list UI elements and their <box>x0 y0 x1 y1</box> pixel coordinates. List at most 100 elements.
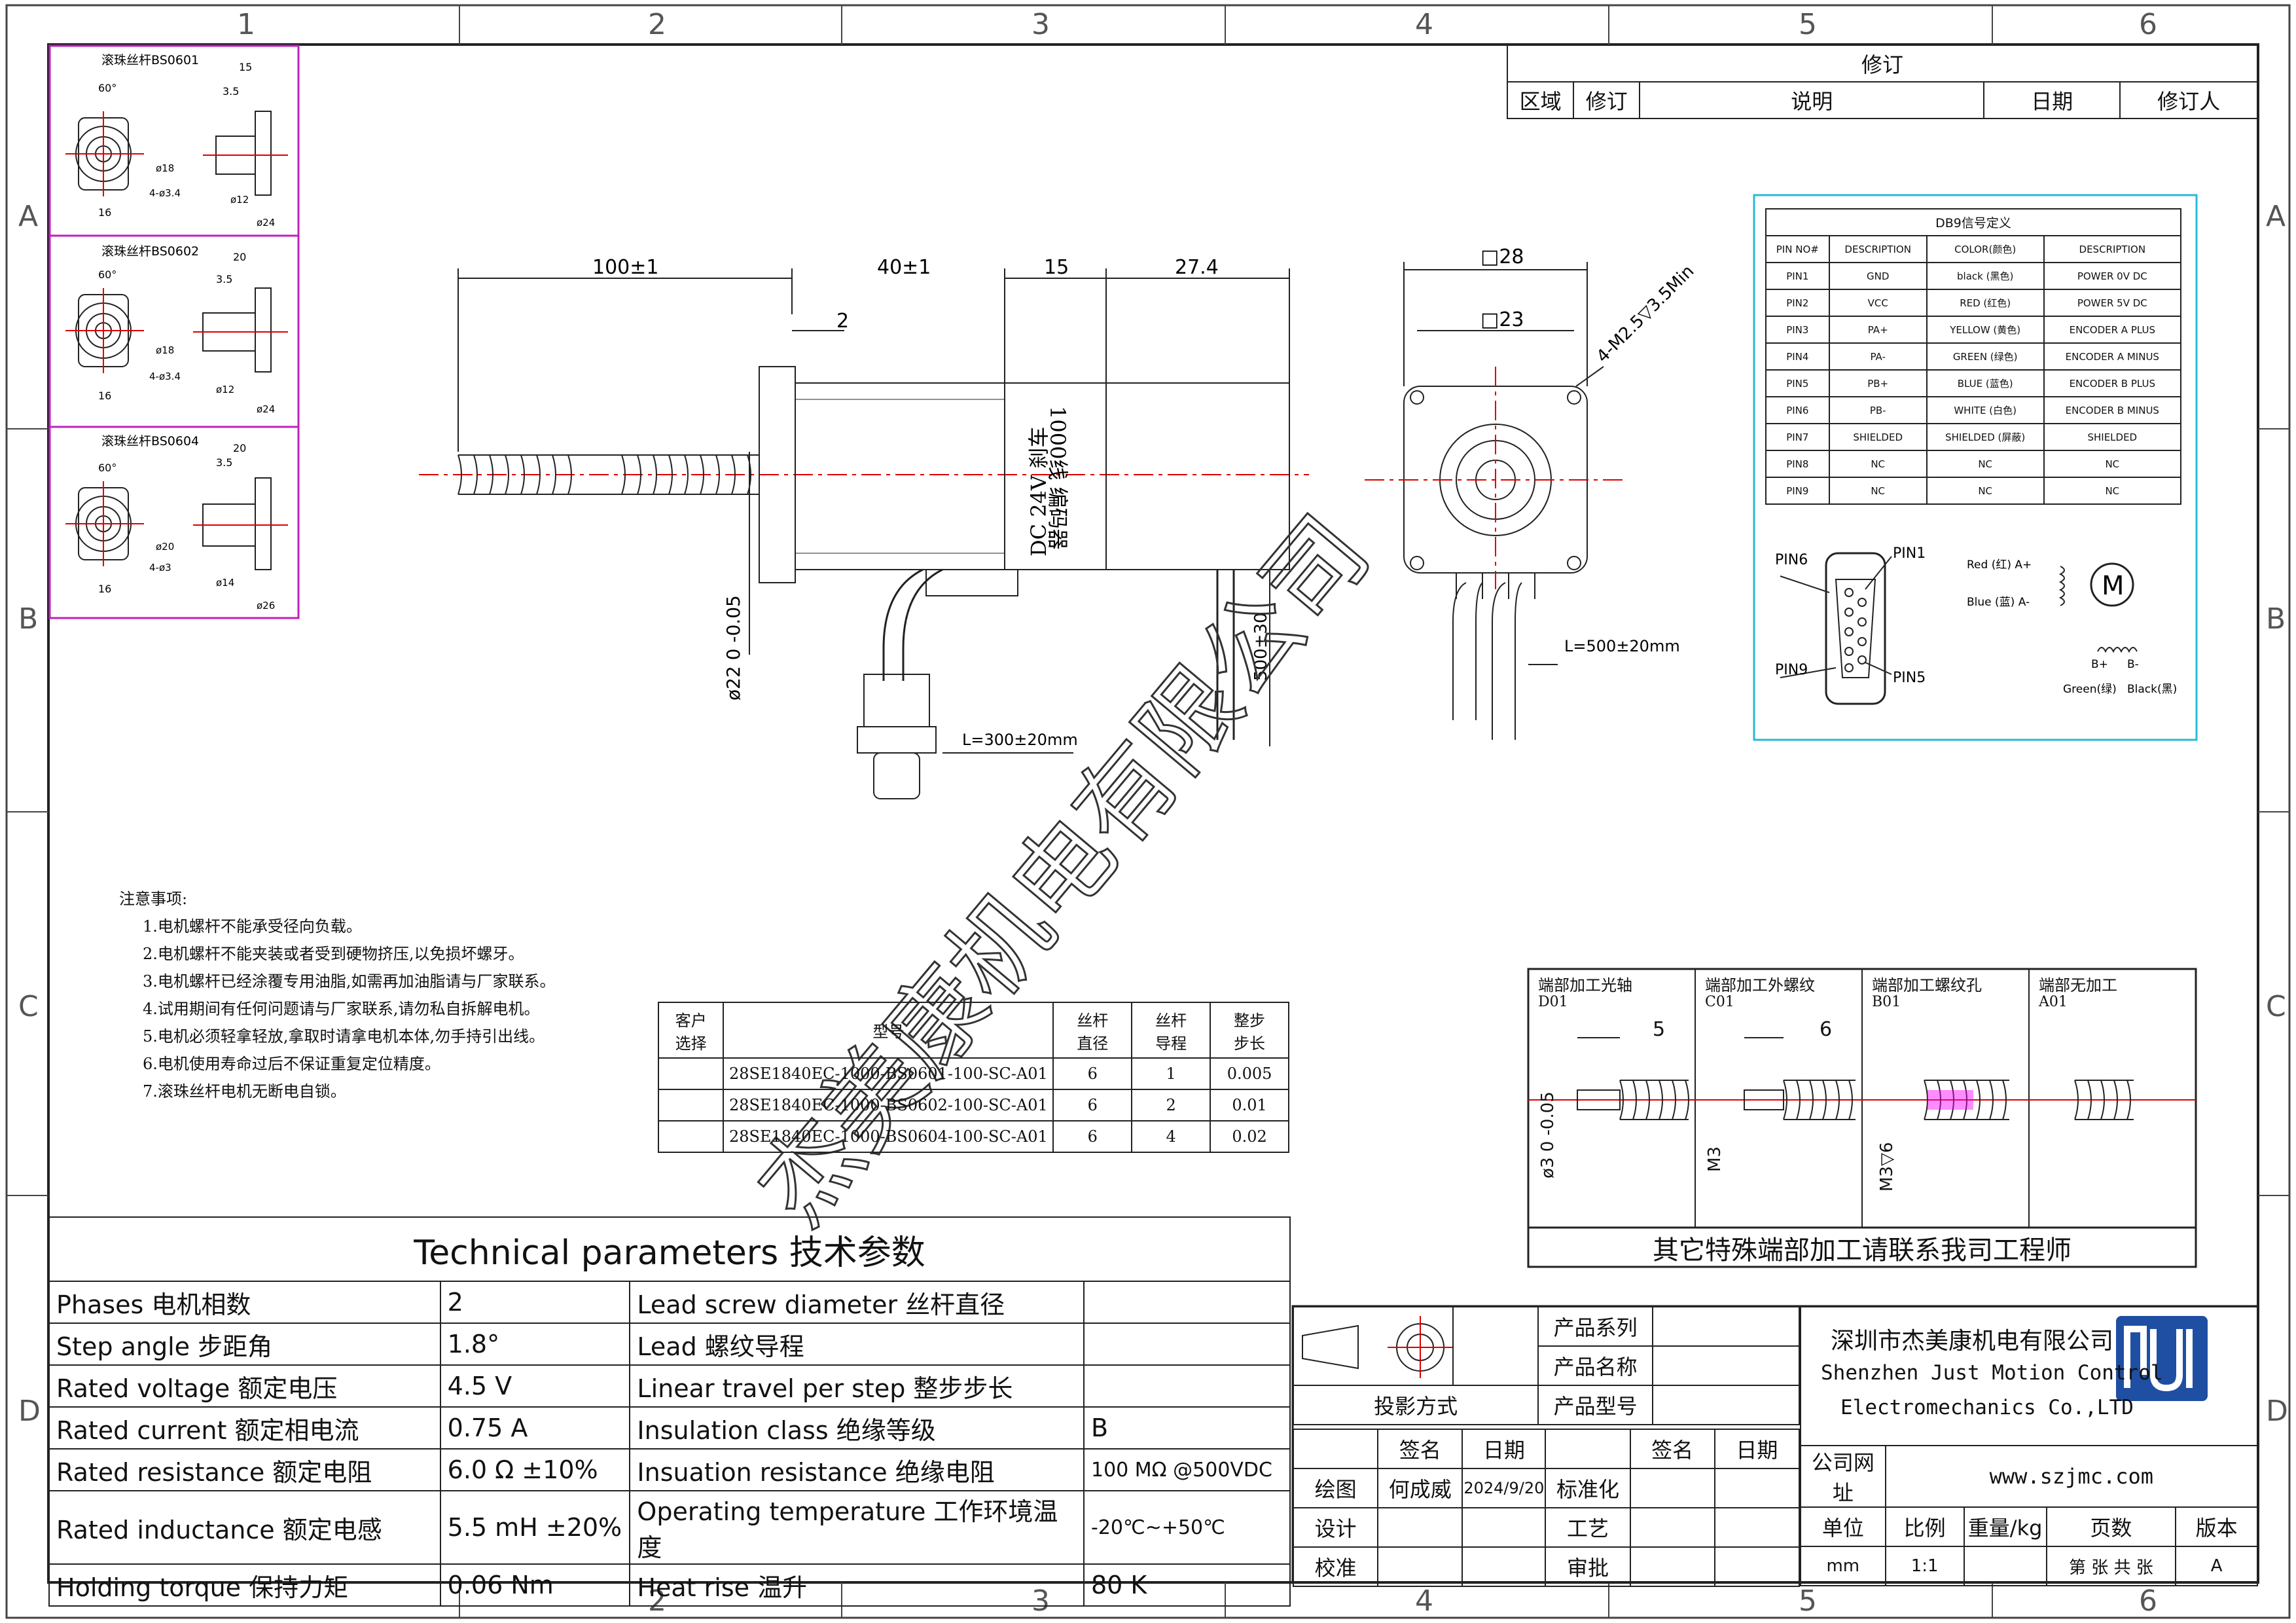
zone-row-c-right: C <box>2266 990 2286 1023</box>
zone-row-b-right: B <box>2266 602 2286 636</box>
model-select-cell[interactable] <box>657 1057 725 1090</box>
db9-cell: NC <box>1926 450 2045 478</box>
site-label: 公司网址 <box>1800 1445 1886 1508</box>
version-label: 版本 <box>2175 1506 2258 1547</box>
tech-value: 6.0 Ω ±10% <box>439 1448 631 1491</box>
db9-cell: SHIELDED (屏蔽) <box>1926 423 2045 451</box>
end-d01-dia: ø3 0 -0.05 <box>1538 1091 1558 1178</box>
db9-cell: PB- <box>1828 396 1928 424</box>
dim-motor-length: 40±1 <box>877 256 931 279</box>
db9-cell: PIN8 <box>1765 450 1830 478</box>
variant-width: 15 <box>239 61 252 73</box>
zone-col-6: 6 <box>2139 8 2157 41</box>
notes-title: 注意事项: <box>119 890 188 908</box>
db9-cell: GND <box>1828 262 1928 290</box>
note-item: 6.电机使用寿命过后不保证重复定位精度。 <box>143 1055 440 1073</box>
db9-cell: ENCODER A MINUS <box>2043 342 2182 371</box>
dim-screw-length: 100±1 <box>592 256 658 279</box>
variant-flange: ø24 <box>257 403 275 415</box>
model-cell: 28SE1840EC-1000-BS0604-100-SC-A01 <box>723 1120 1054 1153</box>
variant-depth: 3.5 <box>223 85 239 98</box>
wire-red-label: Red (红) A+ <box>1967 558 2032 572</box>
tech-param: Holding torque 保持力矩 <box>48 1563 441 1607</box>
tech-param: Rated current 额定相电流 <box>48 1406 441 1450</box>
dim-encoder-length: 15 <box>1044 256 1069 279</box>
end-a01-code: A01 <box>2039 994 2068 1010</box>
db9-title: DB9信号定义 <box>1765 208 2181 236</box>
pin9-label: PIN9 <box>1775 662 1808 678</box>
tech-value: 1.8° <box>439 1322 631 1366</box>
company-name-en-2: Electromechanics Co.,LTD <box>1840 1396 2134 1419</box>
variant-width: 20 <box>233 251 246 263</box>
model-select-cell[interactable] <box>657 1089 725 1122</box>
motor-end-view: □28 □23 4-M2.5▽3.5Min L=500±20mm <box>1365 246 1698 740</box>
db9-cell: black (黑色) <box>1926 262 2045 290</box>
db9-cell: POWER 5V DC <box>2043 289 2182 317</box>
model-header-diameter: 丝杆 直径 <box>1052 1002 1133 1059</box>
dim-square-outer: □28 <box>1480 246 1524 268</box>
db9-cell: PIN5 <box>1765 369 1830 397</box>
model-cell: 6 <box>1052 1120 1133 1153</box>
design-label: 设计 <box>1292 1507 1379 1548</box>
tech-param: Rated voltage 额定电压 <box>48 1364 441 1408</box>
dim-brake-length: 27.4 <box>1175 256 1219 279</box>
tech-param: Rated resistance 额定电阻 <box>48 1448 441 1491</box>
end-b01-title: 端部加工螺纹孔 <box>1872 976 1982 994</box>
brake-cable-length: 500±30 <box>1251 613 1271 682</box>
pin1-label: PIN1 <box>1893 545 1926 562</box>
tech-value: -20℃~+50℃ <box>1083 1490 1291 1565</box>
variant-title: 滚珠丝杆BS0604 <box>101 434 199 448</box>
variant-title: 滚珠丝杆BS0602 <box>101 244 199 259</box>
note-item: 1.电机螺杆不能承受径向负载。 <box>143 917 362 936</box>
tech-param: Insulation class 绝缘等级 <box>629 1406 1085 1450</box>
revision-table: 修订 区域 修订 说明 日期 修订人 <box>1506 45 2258 119</box>
company-name-cn: 深圳市杰美康机电有限公司 <box>1831 1328 2114 1355</box>
db9-header: DESCRIPTION <box>1828 235 1928 263</box>
db9-connector-diagram: PIN6 PIN1 PIN9 PIN5 M Red (红) A+ Blue (蓝… <box>1775 545 2177 705</box>
check-label: 校准 <box>1292 1546 1379 1587</box>
tech-value: 2 <box>439 1281 631 1324</box>
wire-bminus-label: B- <box>2127 658 2139 671</box>
db9-cell: YELLOW (黄色) <box>1926 316 2045 344</box>
dim-boss: 2 <box>836 310 849 333</box>
wire-blue-label: Blue (蓝) A- <box>1967 596 2030 609</box>
variant-shaft: ø12 <box>230 194 249 206</box>
end-c01-dim: 6 <box>1820 1018 1833 1041</box>
encoder-cable-length: L=300±20mm <box>962 731 1078 749</box>
db9-cell: NC <box>1926 477 2045 505</box>
db9-cell: PA- <box>1828 342 1928 371</box>
db9-cell: PIN1 <box>1765 262 1830 290</box>
model-cell: 6 <box>1052 1057 1133 1090</box>
variant-base: 16 <box>98 206 111 219</box>
motor-symbol: M <box>2102 571 2125 601</box>
tech-value: 0.06 Nm <box>439 1563 631 1607</box>
pages-label: 页数 <box>2045 1506 2177 1547</box>
model-header-lead: 丝杆 导程 <box>1131 1002 1211 1059</box>
variant-panel-1: 滚珠丝杆BS0601 60° 15 3.5 16 ø18 4-ø3.4 ø12 … <box>48 45 300 237</box>
revision-col-rev: 修订 <box>1573 81 1641 119</box>
scale-label: 比例 <box>1884 1506 1965 1547</box>
model-select-cell[interactable] <box>657 1120 725 1153</box>
zone-col-3: 3 <box>1031 8 1050 41</box>
draw-label: 绘图 <box>1292 1468 1379 1508</box>
date-header: 日期 <box>1462 1429 1547 1469</box>
zone-col-5: 5 <box>1799 8 1817 41</box>
variant-holes: 4-ø3.4 <box>149 187 181 199</box>
process-label: 工艺 <box>1545 1507 1631 1548</box>
end-c01-dia: M3 <box>1705 1146 1725 1172</box>
wire-green-label: Green(绿) <box>2063 683 2117 696</box>
drawer-name: 何成威 <box>1377 1468 1463 1508</box>
site-link[interactable]: www.szjmc.com <box>1884 1445 2259 1508</box>
dim-diameter: ø22 0 -0.05 <box>723 595 744 701</box>
zone-col-4-bottom: 4 <box>1415 1584 1433 1618</box>
model-table: 客户 选择 型号 丝杆 直径 丝杆 导程 整步 步长 28SE1840EC-10… <box>657 1002 1289 1153</box>
end-machining-drawings <box>1527 968 2197 1268</box>
tech-value <box>1083 1322 1291 1366</box>
tech-param: Step angle 步距角 <box>48 1322 441 1366</box>
